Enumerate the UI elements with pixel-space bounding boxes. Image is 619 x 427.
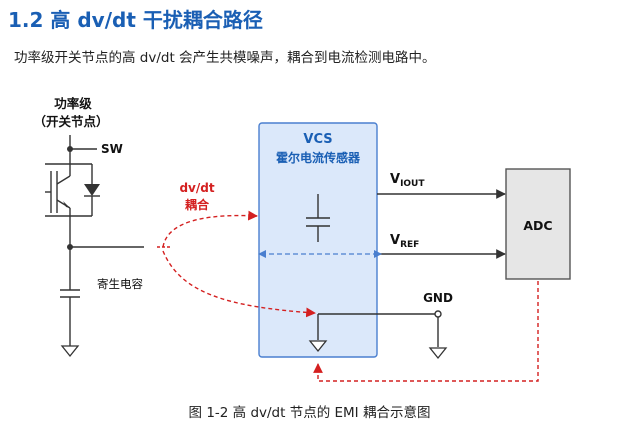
vref-dashed-arrow-left-icon (258, 250, 266, 258)
igbt-emitter-arrow-icon (63, 201, 70, 208)
isolation-capacitor (306, 194, 330, 242)
coupling-paths (162, 210, 539, 382)
coupling-label-line-1: dv/dt (179, 181, 214, 195)
vref-label-main: V (390, 233, 400, 248)
section-title: 高 dv/dt 干扰耦合路径 (50, 8, 263, 32)
viout-label-sub: IOUT (400, 179, 425, 189)
parasitic-capacitance-label: 寄生电容 (97, 277, 143, 291)
adc-label: ADC (523, 218, 552, 233)
adc-box (505, 168, 571, 280)
ground-right-icon (428, 347, 448, 360)
vcs-title: VCS (303, 132, 332, 147)
ground-left-icon (60, 345, 80, 358)
power-stage-label: 功率级 (54, 96, 92, 111)
figure-caption: 图 1-2 高 dv/dt 节点的 EMI 耦合示意图 (188, 405, 431, 421)
intro-paragraph: 功率级开关节点的高 dv/dt 会产生共模噪声，耦合到电流检测电路中。 (14, 50, 436, 66)
coupling-label-line-2: 耦合 (185, 197, 210, 212)
mid-node-dot (67, 244, 73, 250)
section-number: 1.2 (8, 8, 44, 32)
vcs-subtitle: 霍尔电流传感器 (276, 150, 361, 165)
gnd-terminal (434, 310, 442, 318)
power-stage-circuit (45, 135, 144, 346)
ground-vcs-icon (308, 340, 328, 353)
sw-label: SW (101, 142, 123, 156)
emi-coupling-diagram: 功率级 （开关节点） SW 寄生电容 VCS 霍尔电流传感器 (33, 96, 571, 382)
sw-node-dot (67, 146, 73, 152)
vref-label-sub: REF (400, 240, 419, 250)
vref-label: VREF (390, 233, 419, 250)
power-stage-sub-label: （开关节点） (33, 114, 108, 129)
section-heading: 1.2 高 dv/dt 干扰耦合路径 (8, 4, 263, 33)
gnd-wiring (317, 313, 439, 347)
vref-dashed-arrow-right-icon (374, 250, 382, 258)
freewheel-diode-icon (84, 184, 100, 196)
viout-label: VIOUT (390, 172, 425, 189)
viout-label-main: V (390, 172, 400, 187)
gnd-label: GND (423, 291, 453, 305)
